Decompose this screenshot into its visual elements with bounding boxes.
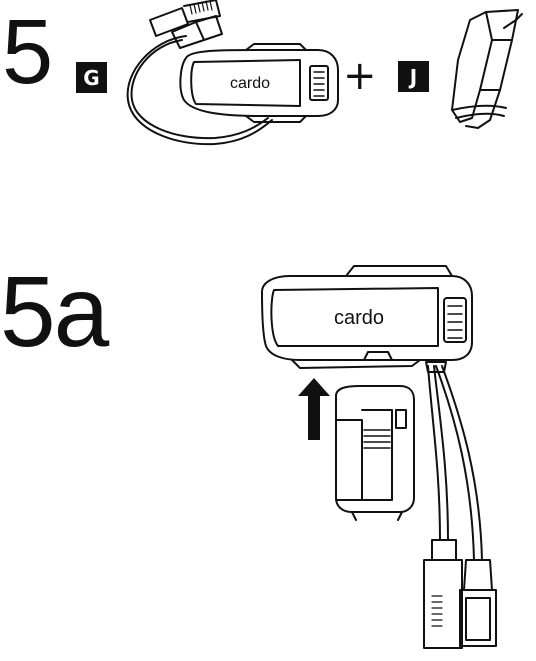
cable-icon xyxy=(126,0,273,146)
brand-logo-large: cardo xyxy=(334,307,384,329)
intercom-unit-icon xyxy=(179,43,339,123)
plus-sign: + xyxy=(343,53,377,99)
part-badge-j: J xyxy=(398,61,429,92)
step-number-5a: 5a xyxy=(0,256,109,368)
brand-logo-small: cardo xyxy=(230,75,270,92)
mounting-clip-icon xyxy=(335,385,415,521)
mounting-clip-icon xyxy=(451,9,523,129)
intercom-unit-icon xyxy=(261,265,473,369)
up-arrow-icon xyxy=(298,378,330,440)
cable-icon xyxy=(423,361,497,649)
part-badge-g: G xyxy=(76,62,107,93)
step-number-5: 5 xyxy=(2,1,54,103)
